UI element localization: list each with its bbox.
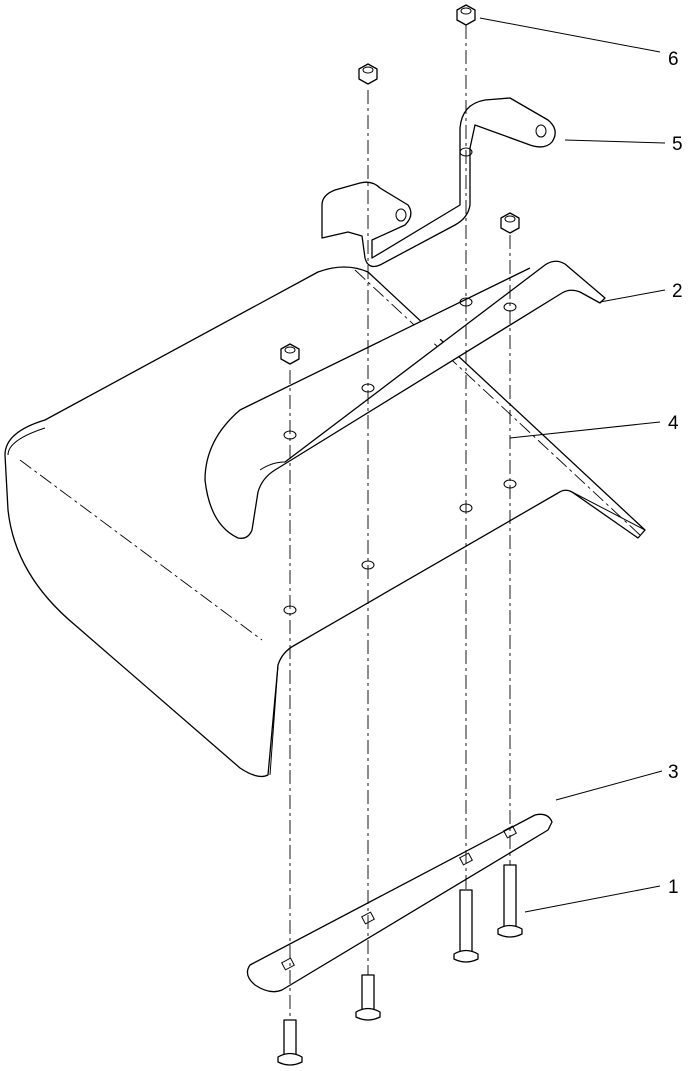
- callout-5: 5: [672, 134, 683, 155]
- callout-leaders: [479, 17, 666, 913]
- lock-nuts-part-6: [280, 4, 520, 365]
- callout-6: 6: [668, 49, 679, 70]
- callout-1: 1: [668, 877, 679, 898]
- carriage-bolts-part-1: [277, 864, 523, 1066]
- strap-part-3: [246, 813, 553, 993]
- assembly-centerlines: [283, 25, 517, 1020]
- callout-3: 3: [668, 762, 679, 783]
- bracket-part-2: [204, 260, 606, 539]
- callout-4: 4: [668, 413, 679, 434]
- deflector-part-4: [4, 266, 646, 778]
- mounting-bracket-part-5: [321, 97, 556, 268]
- callout-2: 2: [672, 281, 683, 302]
